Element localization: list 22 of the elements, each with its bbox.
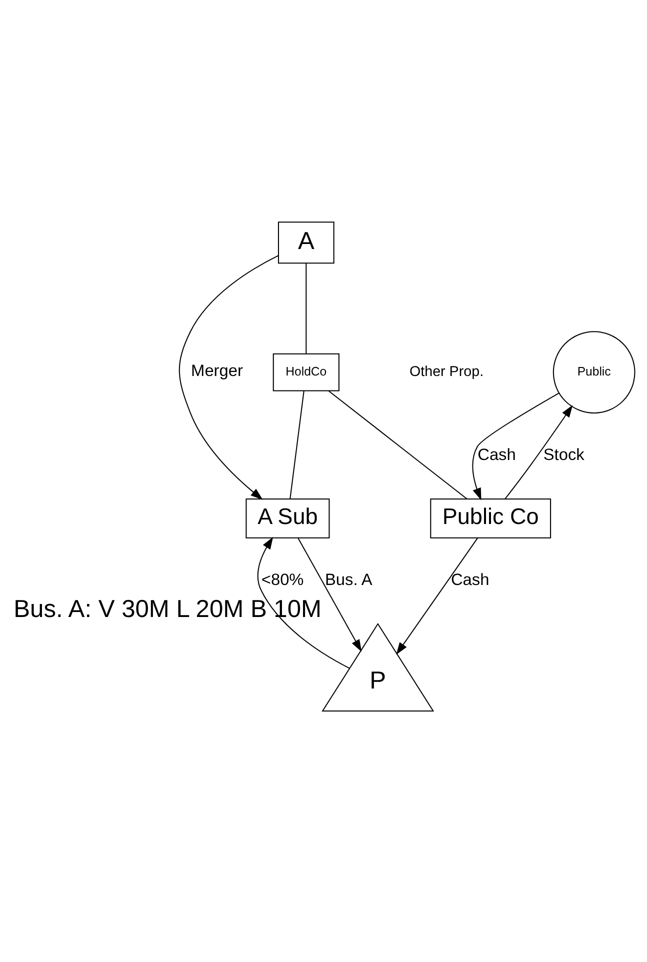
- node-box: A Sub: [246, 498, 330, 538]
- arrow: [298, 538, 362, 652]
- edge-label: <80%: [261, 570, 304, 589]
- edge-label: Cash: [450, 570, 490, 589]
- arrow: [396, 538, 478, 655]
- edge-label: Bus. A: [325, 570, 372, 589]
- node-box: A: [278, 222, 334, 264]
- arrow: [504, 405, 573, 500]
- arrow: [472, 392, 560, 500]
- node-label: Bus. A: V 30M L 20M B 10M: [14, 596, 322, 623]
- edge-label: Stock: [543, 446, 584, 464]
- arrow: [257, 536, 350, 669]
- node-box: Public Co: [430, 498, 552, 538]
- connector: [290, 390, 304, 499]
- label: Other Prop.: [410, 364, 484, 380]
- node-circle: Public: [552, 331, 636, 414]
- connector: [306, 263, 307, 354]
- edge-label: Cash: [478, 446, 516, 464]
- edge-label: Merger: [191, 362, 243, 380]
- arrow: [178, 255, 279, 500]
- connector: [328, 390, 468, 500]
- node-box: HoldCo: [272, 353, 340, 392]
